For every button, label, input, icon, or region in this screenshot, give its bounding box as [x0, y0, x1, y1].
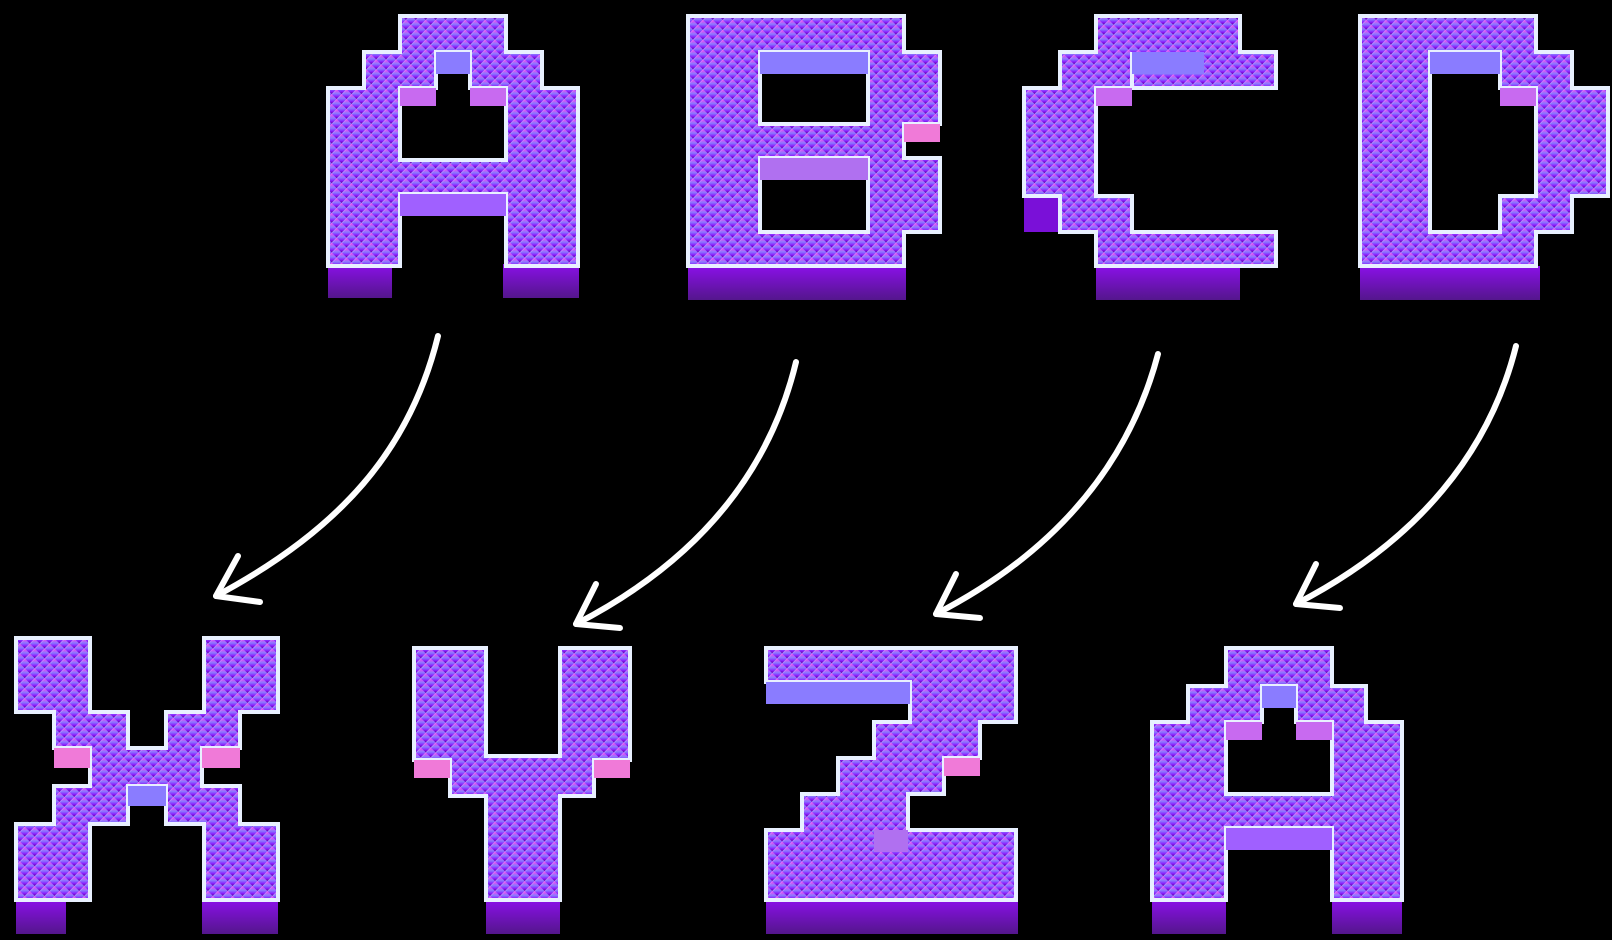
letter-a-top-inner-shade	[436, 52, 470, 74]
letter-y-bottom-pink-right	[594, 760, 630, 778]
letter-z-bottom-pink	[944, 758, 980, 776]
letter-b-top-inner-shade-1	[760, 52, 868, 74]
letter-a-bottom-inner-pink-left	[1226, 722, 1262, 740]
letter-z-bottom-shade	[766, 682, 910, 704]
arrow-c-to-z	[936, 354, 1158, 614]
letter-z-bottom-shade-2	[874, 830, 908, 852]
letter-c-top-extrusion	[1096, 266, 1240, 300]
letter-x-bottom-body	[16, 638, 278, 900]
mapping-arrows	[216, 336, 1516, 628]
letter-x-bottom-pink-right	[202, 748, 240, 768]
letter-c-top-inner-shade	[1132, 52, 1204, 74]
arrow-b-to-y	[576, 362, 796, 624]
letter-x-bottom-extrusion-right	[202, 900, 278, 934]
letter-x-bottom: X	[0, 0, 278, 934]
letter-c-top-extrusion-left	[1024, 196, 1060, 232]
letter-x-bottom-pink-left	[54, 748, 90, 768]
letter-a-bottom-inner-shade	[1262, 686, 1296, 708]
letter-b-top-inner-shade-2	[760, 158, 868, 180]
letter-a-top-inner-pink-left	[400, 88, 436, 106]
letter-d-top-inner-shade	[1430, 52, 1500, 74]
arrow-d-to-a	[1296, 346, 1516, 604]
letter-a-bottom-extrusion-left	[1152, 900, 1226, 934]
arrow-a-to-x	[216, 336, 438, 596]
letter-a-top-extrusion-right	[503, 264, 579, 298]
arrow-a-to-x-head	[216, 556, 260, 602]
letter-a-bottom-inner-pink-right	[1296, 722, 1332, 740]
letter-a-bottom-inner-shade-2	[1226, 828, 1332, 850]
letter-y-bottom-extrusion	[486, 900, 560, 934]
letter-c-top: C	[0, 0, 1276, 300]
letter-a-bottom-extrusion-right	[1332, 900, 1402, 934]
letter-d-top-extrusion	[1360, 266, 1540, 300]
letter-a-top-inner-shade-2	[400, 194, 506, 216]
letter-x-bottom-shade-center	[128, 786, 166, 806]
letter-b-top-extrusion	[688, 266, 906, 300]
letter-b-top-notch	[904, 124, 940, 142]
letter-y-bottom-pink-left	[414, 760, 450, 778]
letter-x-bottom-extrusion-left	[16, 900, 66, 934]
letter-c-top-inner-pink	[1096, 88, 1132, 106]
letter-z-bottom-extrusion	[766, 900, 1018, 934]
letter-a-top: A	[0, 0, 579, 298]
letter-a-top-inner-pink-right	[470, 88, 506, 106]
letter-a-bottom-body	[1152, 648, 1402, 900]
letter-a-top-extrusion-left	[328, 264, 392, 298]
letter-d-top-inner-pink	[1500, 88, 1536, 106]
